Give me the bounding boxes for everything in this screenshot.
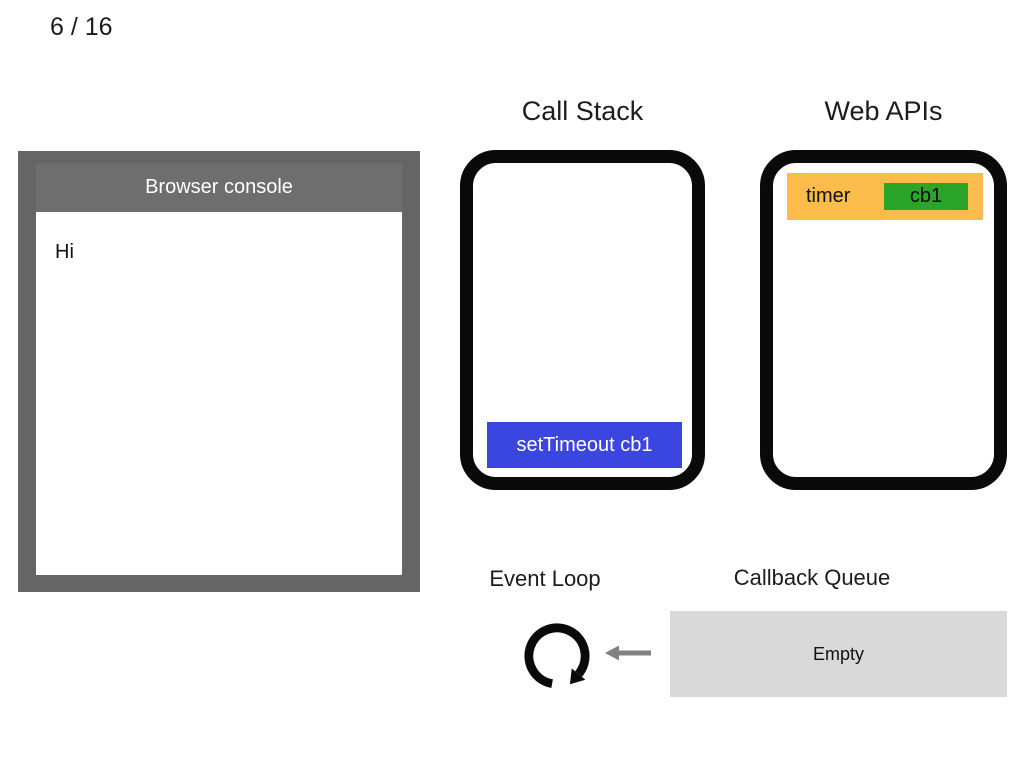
- call-stack-panel: setTimeout cb1: [460, 150, 705, 490]
- event-loop-title: Event Loop: [489, 566, 601, 591]
- stack-frame-settimeout: setTimeout cb1: [487, 422, 682, 468]
- timer-label: timer: [806, 185, 851, 207]
- web-apis-panel: timer cb1: [760, 150, 1007, 490]
- browser-console-header: Browser console: [36, 163, 402, 212]
- web-apis-title: Web APIs: [824, 96, 943, 126]
- console-log-line: Hi: [55, 241, 74, 263]
- callback-queue-box: Empty: [670, 611, 1007, 697]
- callback-queue-status: Empty: [812, 643, 864, 664]
- browser-console-output: Hi: [36, 212, 402, 575]
- queue-to-loop-arrow-icon: [605, 645, 651, 661]
- timer-callback-badge: cb1: [884, 183, 968, 210]
- browser-console-title: Browser console: [145, 176, 293, 198]
- call-stack-title: Call Stack: [521, 96, 644, 126]
- browser-console-panel: Browser console Hi: [18, 151, 420, 592]
- callback-queue-title: Callback Queue: [733, 565, 891, 590]
- web-api-timer-item: timer cb1: [787, 173, 983, 220]
- slide-counter: 6 / 16: [50, 13, 113, 41]
- event-loop-icon: [524, 623, 590, 689]
